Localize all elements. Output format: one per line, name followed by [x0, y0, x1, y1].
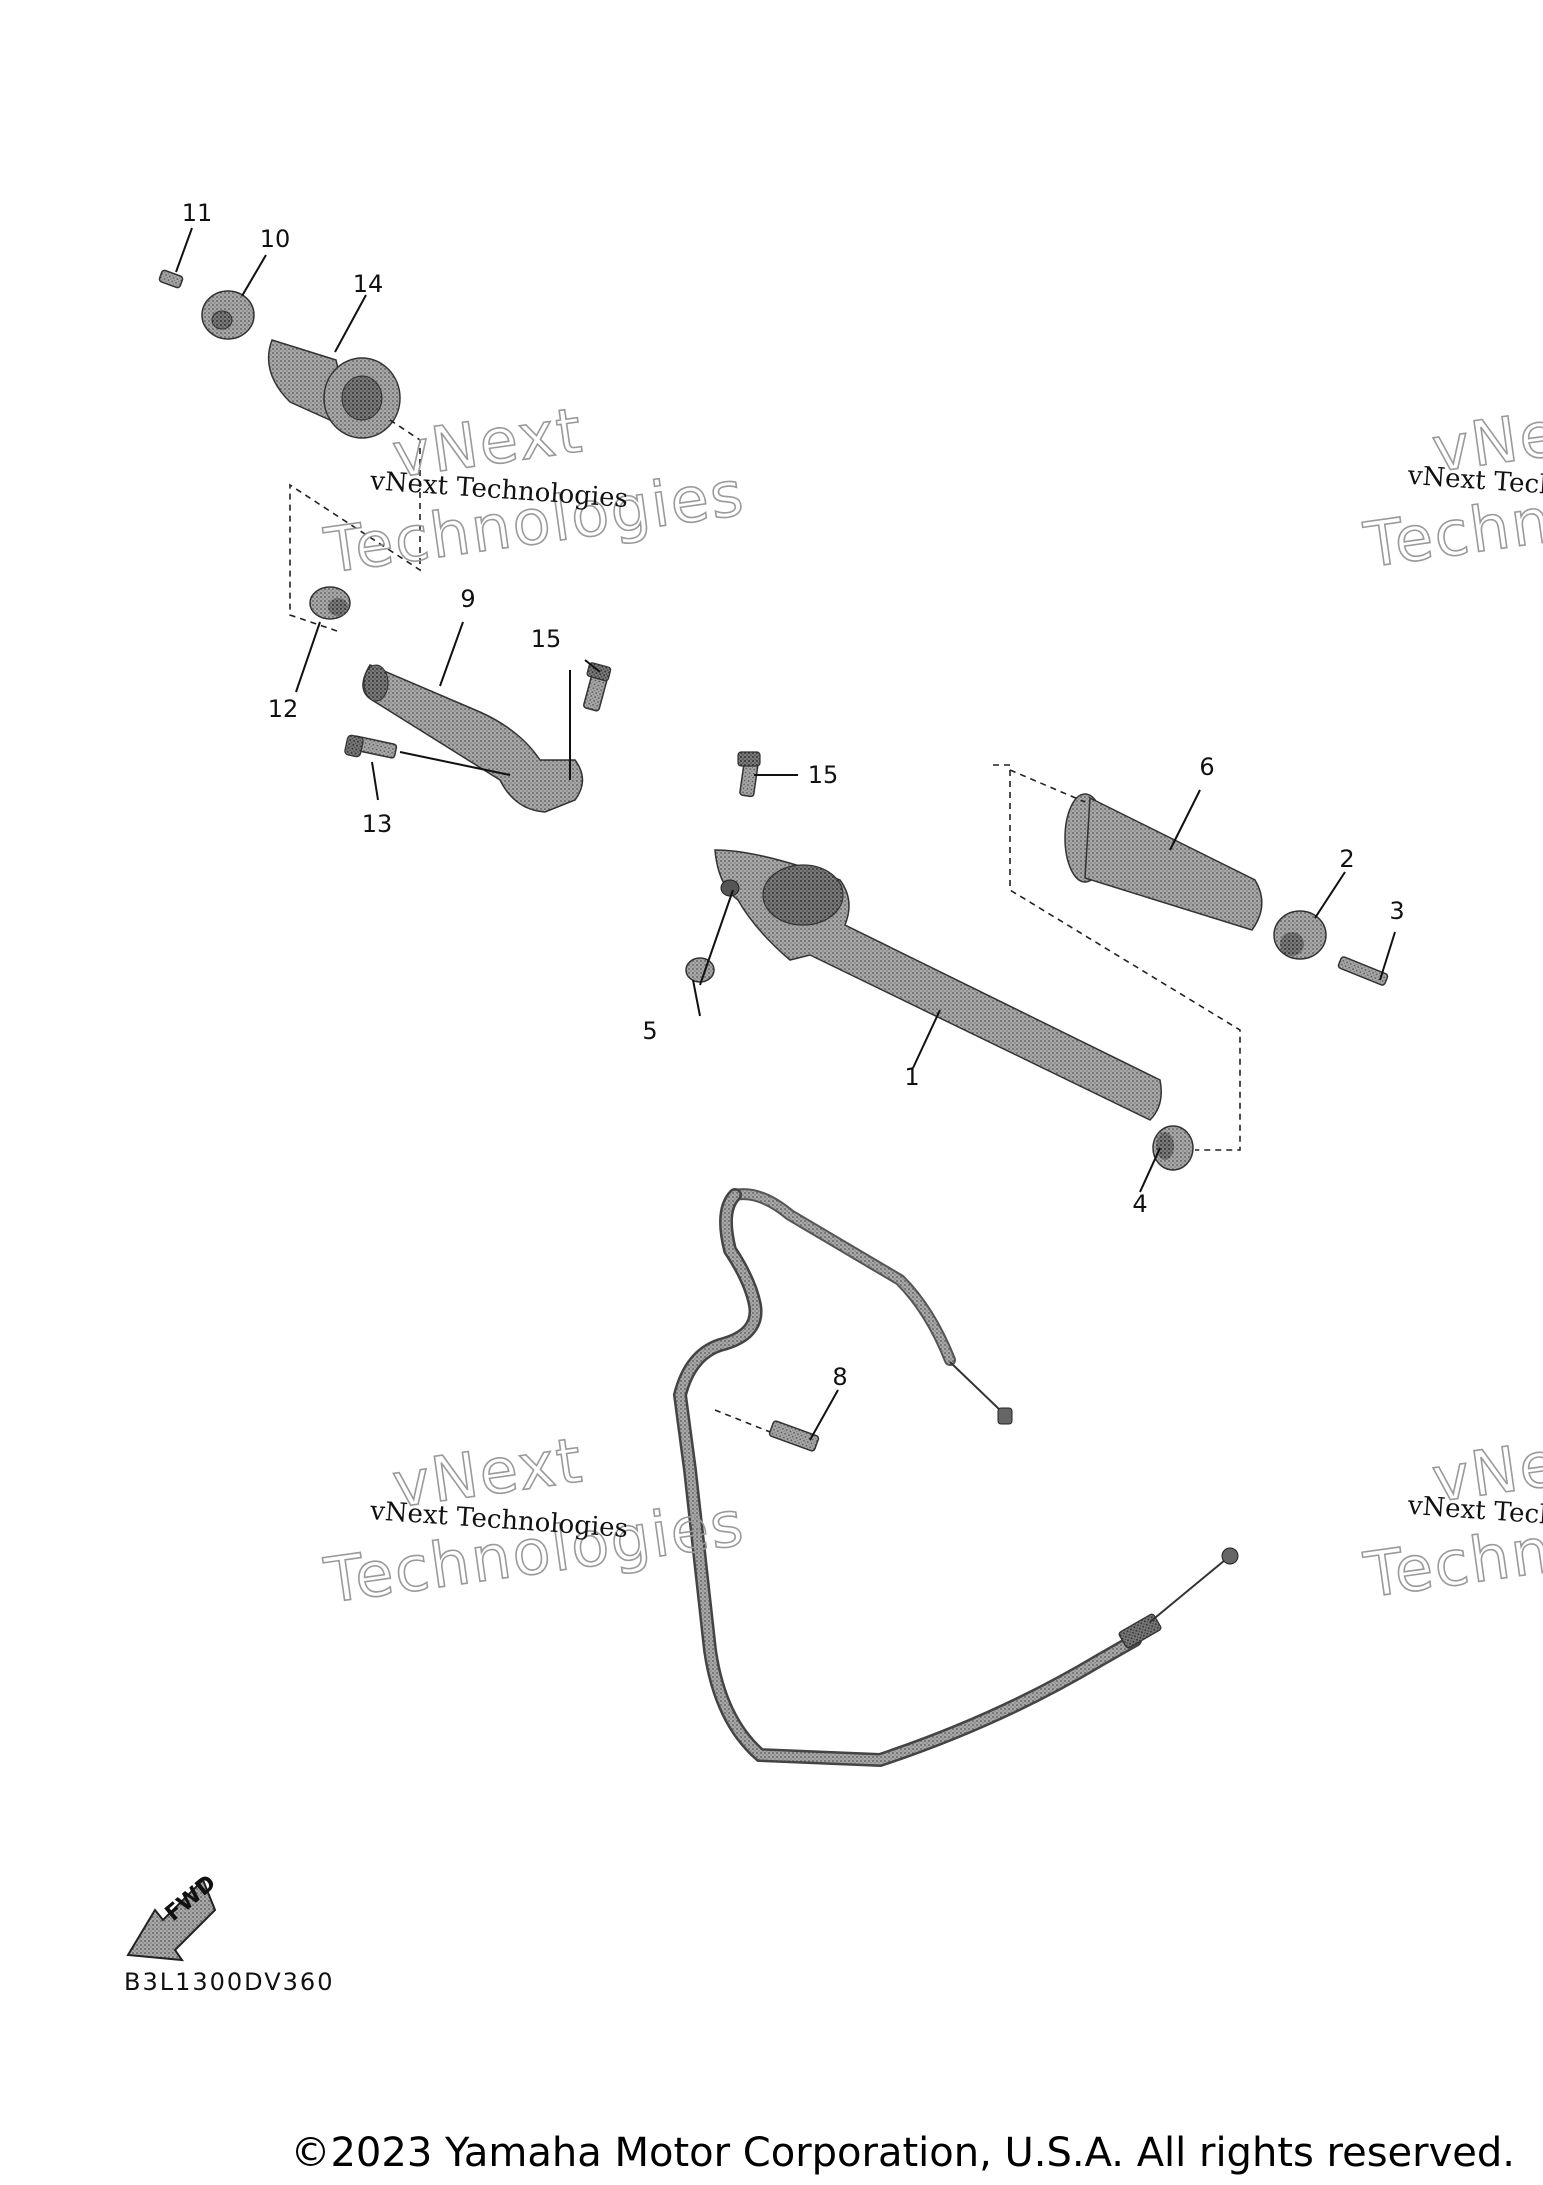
watermark-4: vNext Technologies vNext Technologies [1359, 1417, 1543, 1613]
part-6-grip [1064, 793, 1263, 931]
throttle-cable [672, 1188, 1239, 1768]
callout-3: 3 [1389, 897, 1404, 925]
callout-1: 1 [904, 1063, 919, 1091]
callout-4: 4 [1132, 1190, 1147, 1218]
copyright-notice: ©2023 Yamaha Motor Corporation, U.S.A. A… [290, 2130, 1515, 2176]
part-15-bolt-right [737, 751, 761, 798]
callout-6: 6 [1199, 753, 1214, 781]
callout-12: 12 [268, 695, 299, 723]
part-9-handlebar-left [362, 664, 584, 813]
part-2-bar-end [1273, 910, 1327, 960]
drawing-code: B3L1300DV360 [124, 1968, 334, 1996]
part-12-bushing [309, 586, 351, 620]
callout-2: 2 [1339, 845, 1354, 873]
callout-14: 14 [353, 270, 384, 298]
callout-11: 11 [182, 199, 213, 227]
part-11-screw [158, 269, 184, 289]
callout-15a: 15 [531, 625, 562, 653]
callout-15b: 15 [808, 761, 839, 789]
part-4-collar [1152, 1125, 1194, 1171]
callout-labels: 1 2 3 4 5 6 8 9 10 11 12 13 14 15 15 [182, 199, 1405, 1391]
part-15-bolt-left [583, 662, 612, 712]
callout-9: 9 [460, 585, 475, 613]
part-5-nut [685, 957, 715, 983]
part-10-bar-end [201, 290, 255, 340]
fwd-arrow-icon: FWD [126, 1870, 221, 1962]
callout-13: 13 [362, 810, 393, 838]
callout-8: 8 [832, 1363, 847, 1391]
callout-5: 5 [642, 1017, 657, 1045]
part-3-screw [1337, 956, 1389, 986]
watermark-2: vNext Technologies vNext Technologies [1359, 387, 1543, 583]
callout-10: 10 [260, 225, 291, 253]
part-1-handlebar-right [714, 849, 1162, 1121]
part-8-bolt [768, 1420, 820, 1452]
part-14-grip [267, 339, 401, 439]
part-13-bolt [344, 734, 398, 759]
leader-lines [175, 227, 1396, 1441]
